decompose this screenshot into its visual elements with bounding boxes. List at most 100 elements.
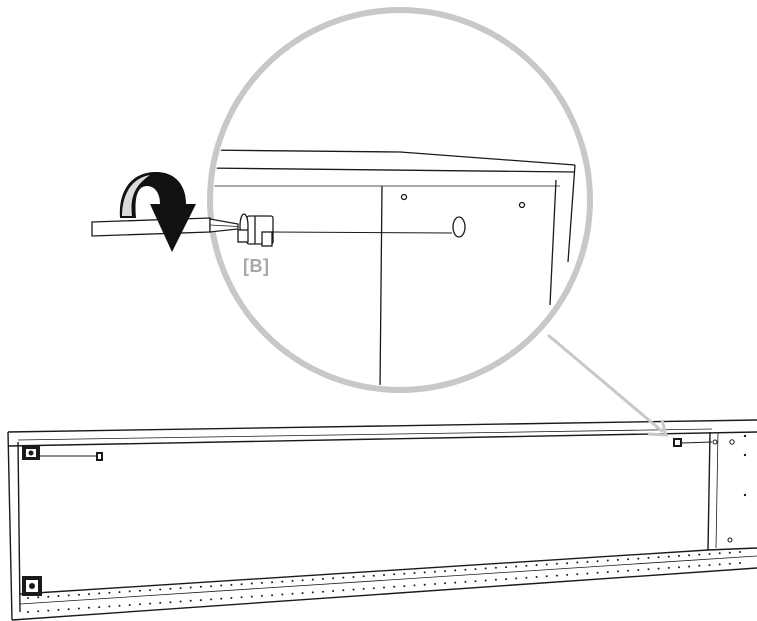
pin-hole: [698, 564, 701, 567]
pin-hole: [637, 557, 640, 560]
cabinet-bottom-rear-edge: [19, 547, 757, 595]
pin-hole: [47, 595, 50, 598]
cabinet-bottom-front-edge: [11, 567, 757, 621]
pin-hole: [281, 593, 284, 596]
pin-hole: [311, 591, 314, 594]
cabinet-frame: [7, 419, 757, 621]
pin-hole: [189, 599, 192, 602]
pin-hole: [199, 599, 202, 602]
detail-top-edge: [214, 149, 576, 166]
pin-hole: [27, 597, 29, 599]
pin-hole: [433, 583, 436, 585]
pin-hole: [159, 601, 162, 604]
pin-hole: [576, 561, 579, 564]
pin-hole: [301, 592, 304, 595]
detail-cam-hole: [452, 216, 466, 238]
pin-hole: [210, 585, 213, 588]
pin-hole: [494, 578, 497, 581]
pin-hole: [77, 593, 80, 596]
pin-hole: [423, 583, 426, 586]
pin-hole: [372, 574, 375, 577]
pin-hole: [230, 597, 233, 599]
pin-hole: [138, 589, 141, 592]
pin-hole: [372, 587, 375, 590]
detail-small-hole-1: [400, 193, 408, 201]
pin-hole: [271, 581, 274, 584]
pin-hole: [342, 589, 345, 592]
pin-hole: [728, 562, 731, 565]
pin-hole: [678, 554, 680, 557]
left-top-fitting: [22, 446, 103, 461]
pin-hole: [657, 567, 660, 570]
detail-right-back: [549, 179, 557, 306]
pin-hole: [179, 600, 182, 603]
pin-hole: [454, 581, 457, 584]
pin-hole: [67, 608, 70, 611]
pin-hole: [444, 570, 446, 573]
pin-hole: [515, 577, 518, 580]
pin-hole: [606, 571, 609, 574]
pin-hole: [708, 564, 711, 567]
pin-hole: [260, 594, 263, 597]
magnifier-pointer: [547, 333, 668, 437]
pin-hole: [189, 586, 192, 589]
pin-hole: [505, 566, 508, 569]
cabinet-right-inner-b: [715, 431, 719, 549]
cabinet-top-outer-edge: [7, 419, 757, 433]
pin-hole: [606, 559, 609, 562]
pin-hole: [515, 565, 518, 568]
pin-hole: [159, 588, 162, 591]
cam-lock-fitting-icon: [237, 213, 274, 247]
pin-hole: [322, 577, 324, 580]
pin-hole: [433, 570, 436, 573]
clockwise-turn-arrow-icon: [119, 172, 196, 252]
pin-hole: [311, 578, 314, 581]
pin-hole: [688, 565, 691, 568]
pin-hole: [250, 595, 253, 598]
pin-hole: [464, 580, 467, 583]
cabinet-top-rear-edge: [17, 428, 713, 441]
pin-hole: [352, 588, 355, 591]
pin-hole: [332, 590, 335, 592]
pin-hole: [393, 573, 396, 576]
pin-hole: [739, 551, 741, 553]
pin-hole: [616, 570, 619, 573]
detail-right-front: [567, 164, 576, 263]
pin-hole: [98, 606, 101, 609]
pin-hole: [27, 611, 29, 613]
pin-hole: [57, 595, 60, 597]
pin-hole: [67, 594, 70, 597]
pin-hole: [118, 604, 121, 607]
pin-hole: [169, 587, 172, 590]
pin-hole: [383, 574, 385, 576]
pin-hole: [423, 571, 426, 574]
pin-hole: [505, 578, 508, 581]
pin-hole: [98, 592, 101, 595]
magnifier-ring: [207, 7, 593, 393]
pin-hole: [484, 579, 487, 582]
pin-hole: [403, 572, 406, 575]
pin-hole: [555, 562, 558, 565]
pin-hole: [708, 553, 711, 555]
pin-hole: [37, 596, 40, 599]
pin-hole: [199, 585, 202, 588]
pin-hole: [525, 564, 528, 567]
pin-hole: [494, 566, 497, 569]
pin-hole: [352, 576, 355, 578]
pin-hole: [576, 573, 579, 576]
pin-hole: [179, 587, 182, 590]
pin-hole: [271, 594, 274, 597]
pin-hole: [657, 556, 660, 559]
pin-hole: [291, 579, 294, 582]
detail-divider: [379, 185, 383, 386]
left-bottom-fitting: [22, 576, 42, 596]
pin-hole: [342, 576, 345, 579]
pin-hole: [108, 605, 111, 608]
right-top-fitting: [673, 434, 747, 543]
pin-hole: [240, 596, 243, 599]
pin-hole: [220, 584, 223, 587]
pin-hole: [596, 571, 599, 574]
pin-hole: [454, 569, 457, 572]
pin-hole: [566, 562, 569, 565]
pin-hole: [240, 583, 243, 586]
